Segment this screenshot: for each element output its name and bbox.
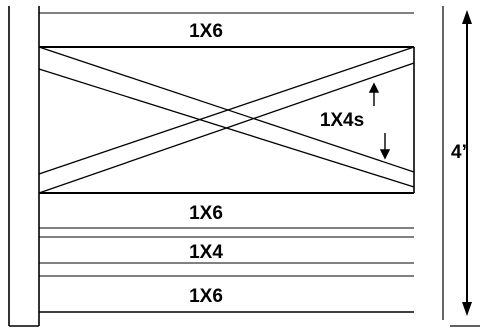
- brace-thickness-arrows: [368, 82, 391, 160]
- cross-braces: [38, 46, 415, 194]
- arrow-down-icon: [379, 149, 391, 160]
- bottom-board-label: 1X6: [189, 286, 223, 307]
- top-board-label: 1X6: [189, 21, 223, 42]
- horizontal-boards: [39, 12, 414, 313]
- arrow-up-icon: [368, 82, 380, 93]
- lower-board-label: 1X4: [189, 242, 223, 263]
- arrow-down-icon: [462, 302, 472, 316]
- brace-label: 1X4s: [320, 110, 364, 131]
- middle-board-label: 1X6: [189, 203, 223, 224]
- arrow-up-icon: [462, 10, 472, 24]
- left-post: [8, 6, 40, 327]
- height-dimension: [442, 6, 480, 327]
- height-label: 4’: [451, 142, 467, 163]
